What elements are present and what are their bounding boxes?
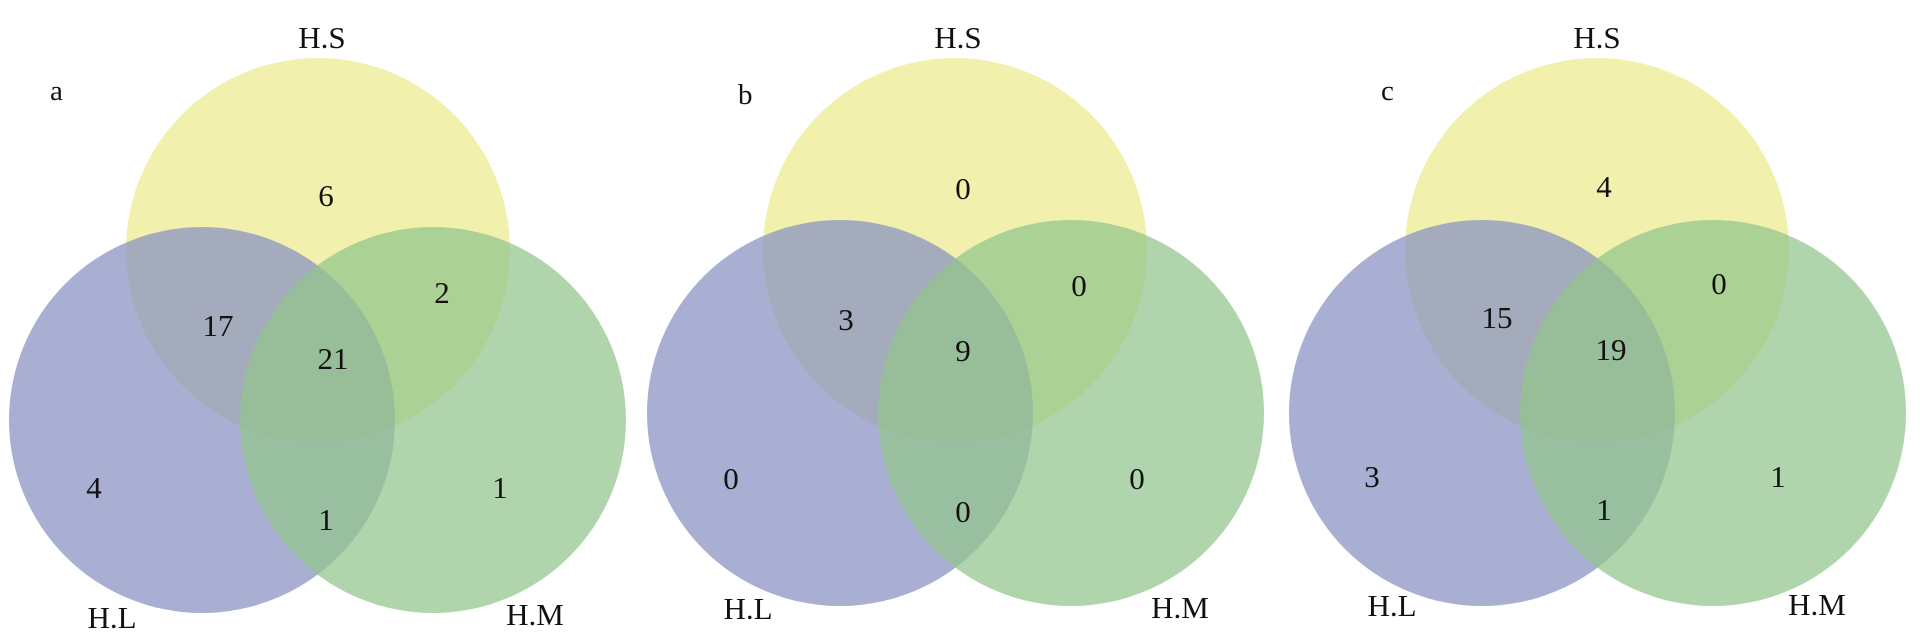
count-all: 9 [955, 333, 971, 368]
circle-hm [1520, 220, 1906, 606]
count-all: 19 [1596, 332, 1627, 367]
circle-hm [878, 220, 1264, 606]
set-label-hm: H.M [1788, 587, 1846, 622]
count-hl-hm: 0 [955, 494, 971, 529]
set-label-hm: H.M [506, 597, 564, 632]
count-hs-hl: 17 [203, 308, 234, 343]
set-label-hl: H.L [723, 591, 772, 626]
count-hl-hm: 1 [318, 502, 334, 537]
set-label-hs: H.S [298, 20, 345, 55]
set-label-hs: H.S [1573, 20, 1620, 55]
count-hs-hl: 15 [1482, 300, 1513, 335]
circle-hm [240, 227, 626, 613]
count-hs-hl: 3 [838, 302, 854, 337]
venn-panel-c: c H.S H.L H.M 4 15 0 19 3 1 1 [1289, 20, 1906, 623]
count-hl-only: 4 [86, 470, 102, 505]
count-hs-hm: 2 [434, 275, 450, 310]
count-hs-only: 6 [318, 178, 334, 213]
panel-letter: b [738, 79, 753, 111]
count-hl-hm: 1 [1596, 492, 1612, 527]
count-all: 21 [318, 341, 349, 376]
count-hl-only: 3 [1364, 459, 1380, 494]
venn-panel-b: b H.S H.L H.M 0 3 0 9 0 0 0 [647, 20, 1264, 626]
count-hs-hm: 0 [1071, 268, 1087, 303]
count-hs-only: 4 [1596, 169, 1612, 204]
count-hm-only: 0 [1129, 461, 1145, 496]
set-label-hl: H.L [87, 600, 136, 635]
count-hl-only: 0 [723, 461, 739, 496]
count-hm-only: 1 [492, 470, 508, 505]
set-label-hm: H.M [1151, 590, 1209, 625]
set-label-hs: H.S [934, 20, 981, 55]
count-hs-hm: 0 [1711, 266, 1727, 301]
venn-panel-a: a H.S H.L H.M 6 17 2 21 4 1 1 [9, 20, 626, 635]
set-label-hl: H.L [1367, 588, 1416, 623]
count-hs-only: 0 [955, 171, 971, 206]
panel-letter: c [1381, 75, 1394, 107]
panel-letter: a [50, 75, 63, 107]
count-hm-only: 1 [1770, 459, 1786, 494]
